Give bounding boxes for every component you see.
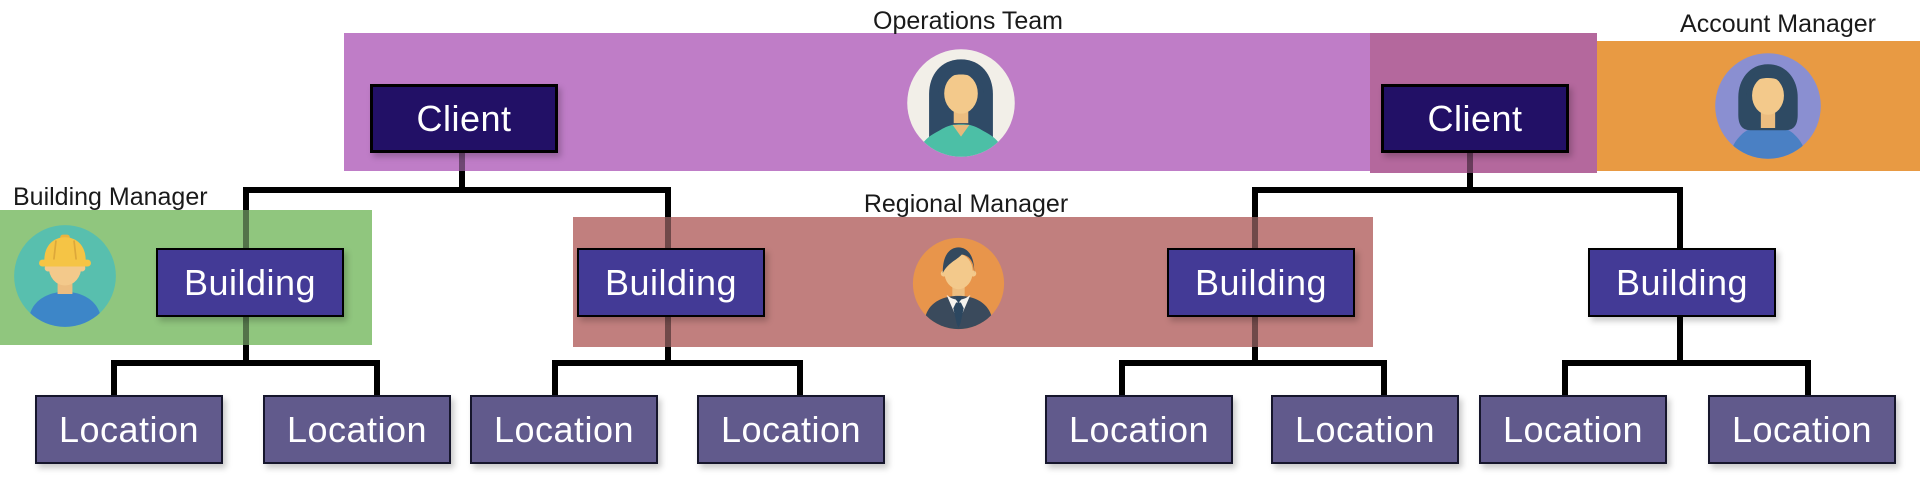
location-node-label: Location — [1731, 408, 1873, 450]
location-node-label: Location — [286, 408, 428, 450]
shirt — [1730, 124, 1806, 159]
operations-team-label: Operations Team — [873, 7, 1063, 35]
building-manager-label: Building Manager — [13, 183, 208, 211]
location-node-8: Location — [1708, 395, 1896, 464]
hair — [942, 247, 975, 274]
face — [1752, 76, 1784, 115]
tie-knot — [955, 296, 962, 303]
location-node-4: Location — [697, 395, 885, 464]
location-node-2: Location — [263, 395, 451, 464]
v-neck — [952, 124, 970, 137]
location-node-label: Location — [1294, 408, 1436, 450]
location-node-5: Location — [1045, 395, 1233, 464]
location-node-label: Location — [1068, 408, 1210, 450]
connector-building4-branch — [1562, 360, 1811, 398]
account-manager-woman-avatar-icon — [1715, 53, 1821, 159]
client-node-1: Client — [370, 84, 558, 153]
shirt — [27, 291, 103, 327]
location-node-3: Location — [470, 395, 658, 464]
building-node-3: Building — [1167, 248, 1355, 317]
building-node-label: Building — [604, 261, 738, 303]
operations-team-woman-avatar-icon — [907, 49, 1015, 157]
regional-manager-label: Regional Manager — [863, 190, 1069, 218]
face — [944, 73, 978, 114]
building-node-label: Building — [183, 261, 317, 303]
tie — [953, 302, 964, 328]
client-node-label: Client — [416, 97, 512, 139]
location-node-label: Location — [720, 408, 862, 450]
bangs — [1746, 68, 1790, 97]
building-node-2: Building — [577, 248, 765, 317]
building-node-label: Building — [1194, 261, 1328, 303]
connector-building1-branch — [111, 360, 380, 398]
building-node-1: Building — [156, 248, 344, 317]
location-node-7: Location — [1479, 395, 1667, 464]
building-node-label: Building — [1615, 261, 1749, 303]
building-manager-worker-avatar-icon — [14, 225, 116, 327]
hard-hat-seams — [53, 240, 77, 260]
location-node-1: Location — [35, 395, 223, 464]
building-node-4: Building — [1588, 248, 1776, 317]
location-node-6: Location — [1271, 395, 1459, 464]
face — [944, 254, 973, 290]
bangs — [938, 64, 984, 95]
location-node-label: Location — [58, 408, 200, 450]
connector-building2-branch — [552, 360, 803, 398]
location-node-label: Location — [493, 408, 635, 450]
client-node-label: Client — [1427, 97, 1523, 139]
connector-building3-branch — [1119, 360, 1387, 398]
client-node-2: Client — [1381, 84, 1569, 153]
location-node-label: Location — [1502, 408, 1644, 450]
shirt — [918, 124, 1004, 157]
account-manager-label: Account Manager — [1680, 10, 1876, 38]
hard-hat-brim — [39, 259, 91, 267]
regional-manager-businessman-avatar-icon — [912, 237, 1005, 330]
